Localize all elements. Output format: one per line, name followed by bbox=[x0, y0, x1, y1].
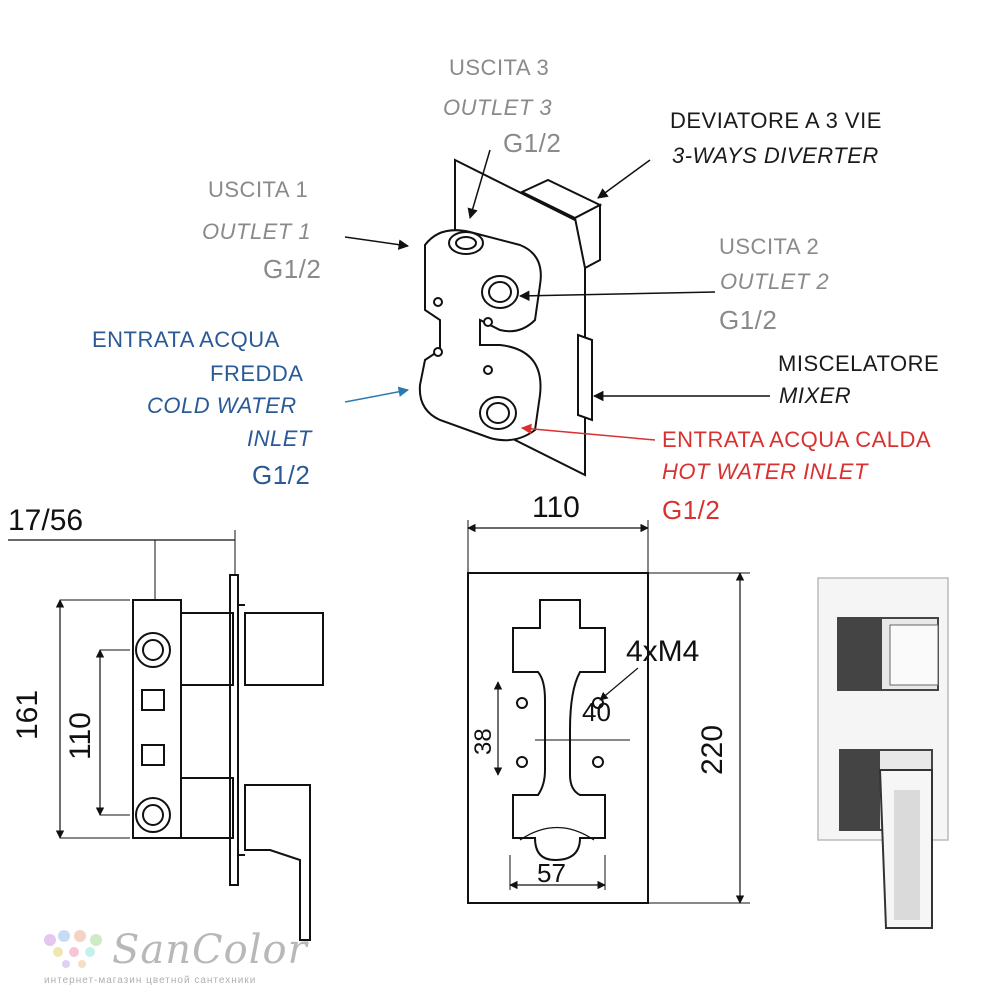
arrow-hot bbox=[520, 423, 656, 441]
side-mixer-lever bbox=[244, 784, 311, 941]
brand-logo-dots bbox=[44, 930, 102, 968]
outlet2-label-it: USCITA 2 bbox=[719, 234, 820, 259]
outlet3-label-it: USCITA 3 bbox=[449, 55, 550, 80]
arrow-diverter bbox=[597, 159, 651, 199]
brand-tagline: интернет-магазин цветной сантехники bbox=[44, 975, 257, 986]
arrow-cold bbox=[344, 386, 410, 403]
outlet1-size: G1/2 bbox=[263, 254, 322, 284]
dim-height-total: 161 bbox=[11, 689, 44, 740]
dim-bottom-width: 57 bbox=[537, 858, 566, 888]
outlet2-label-en: OUTLET 2 bbox=[720, 269, 830, 294]
cold-label-en-1: COLD WATER bbox=[147, 393, 297, 418]
iso-mixer-slot bbox=[577, 333, 593, 422]
dim-screw-spacing: 40 bbox=[582, 697, 611, 727]
product-photo bbox=[817, 577, 949, 929]
side-view bbox=[8, 530, 324, 941]
cold-label-it-2: FREDDA bbox=[210, 361, 304, 386]
diverter-label-it: DEVIATORE A 3 VIE bbox=[670, 108, 882, 133]
dim-screw-vertical: 38 bbox=[470, 728, 497, 755]
outlet2-size: G1/2 bbox=[719, 305, 778, 335]
hot-label-it: ENTRATA ACQUA CALDA bbox=[662, 427, 932, 452]
cold-label-it-1: ENTRATA ACQUA bbox=[92, 327, 280, 352]
arrow-outlet1 bbox=[344, 236, 410, 250]
arrow-outlet3 bbox=[467, 149, 491, 220]
mixer-label-it: MISCELATORE bbox=[778, 351, 940, 376]
outlet1-label-it: USCITA 1 bbox=[208, 177, 309, 202]
outlet3-label-en: OUTLET 3 bbox=[443, 95, 553, 120]
hot-label-en: HOT WATER INLET bbox=[662, 459, 868, 484]
dim-plate-height: 220 bbox=[696, 724, 729, 775]
cold-size: G1/2 bbox=[252, 460, 311, 490]
iso-view bbox=[418, 158, 603, 477]
hot-size: G1/2 bbox=[662, 495, 721, 525]
outlet3-size: G1/2 bbox=[503, 128, 562, 158]
outlet1-label-en: OUTLET 1 bbox=[202, 219, 312, 244]
front-plate bbox=[467, 572, 649, 904]
front-view bbox=[467, 520, 750, 904]
dim-height-inner: 110 bbox=[64, 712, 97, 760]
front-body bbox=[512, 599, 606, 862]
side-diverter-knob bbox=[180, 612, 234, 686]
leader-lines bbox=[344, 149, 770, 441]
dim-depth: 17/56 bbox=[8, 504, 84, 537]
side-mixer-body bbox=[180, 777, 234, 839]
side-wall-plate bbox=[229, 574, 239, 886]
dim-plate-width: 110 bbox=[532, 491, 580, 524]
dim-screws: 4xM4 bbox=[626, 635, 700, 668]
cold-label-en-2: INLET bbox=[247, 426, 312, 451]
brand-name: SanColor bbox=[112, 927, 308, 973]
side-body bbox=[132, 599, 182, 839]
arrow-outlet2 bbox=[518, 290, 716, 302]
diverter-label-en: 3-WAYS DIVERTER bbox=[672, 143, 879, 168]
mixer-label-en: MIXER bbox=[779, 383, 852, 408]
